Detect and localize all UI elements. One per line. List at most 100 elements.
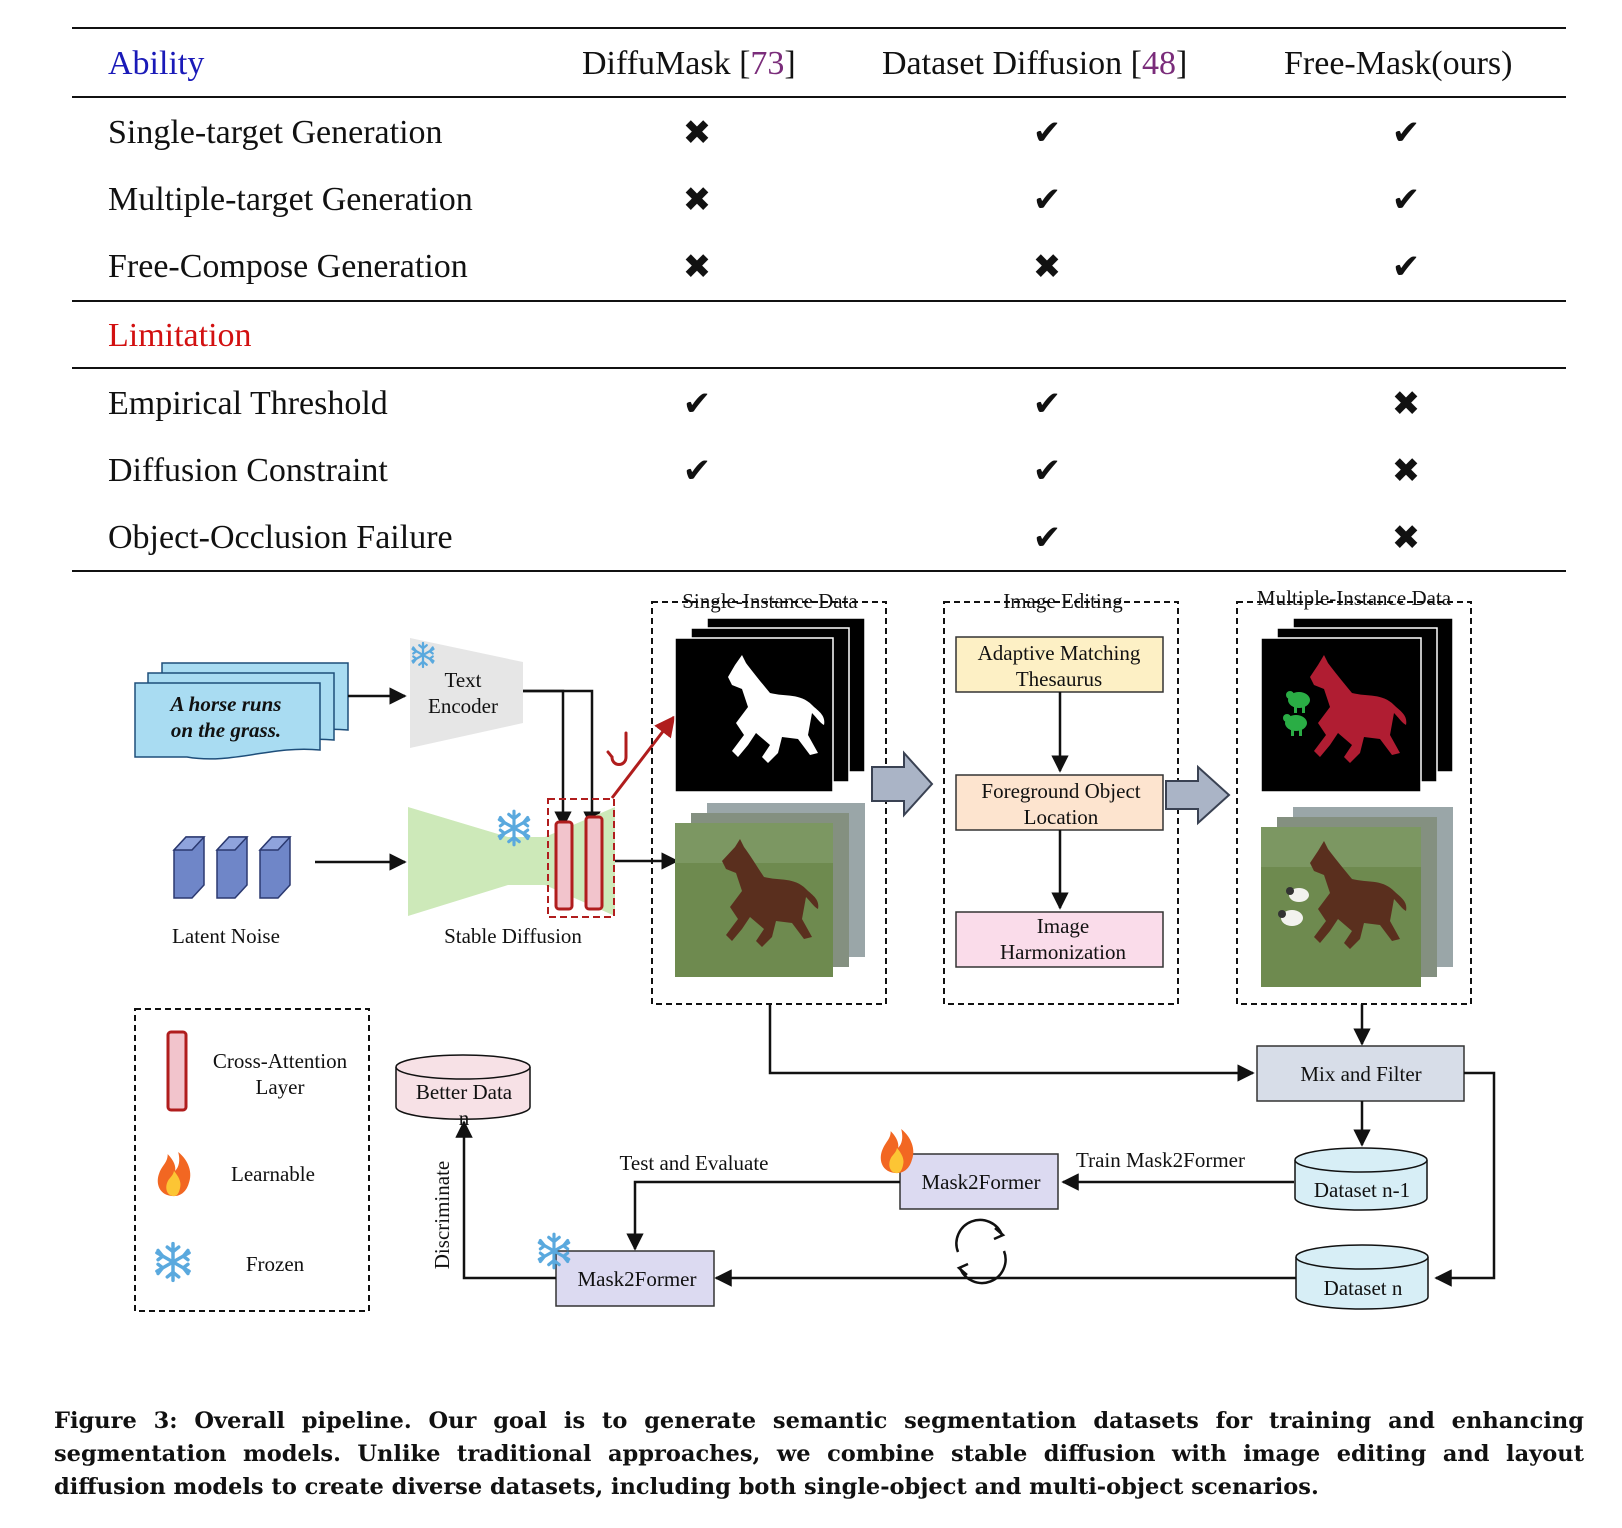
row-label-single-target: Single-target Generation <box>108 114 443 151</box>
row-empirical-threshold-diffumask-mark: ✔ <box>682 384 712 424</box>
header-diffumask-ref[interactable]: 73 <box>750 45 785 82</box>
header-dataset-diffusion-ref[interactable]: 48 <box>1142 45 1176 82</box>
row-label-object-occlusion: Object-Occlusion Failure <box>108 519 453 556</box>
test-evaluate-arrow <box>626 1180 900 1251</box>
image-editing-title: Image Editing <box>1003 589 1123 613</box>
row-single-target-free-mask-mark: ✔ <box>1391 113 1421 153</box>
pipeline-diagram: A horse runs on the grass. Text Encoder … <box>0 585 1622 1390</box>
multiple-instance-title: Multiple-Instance Data <box>1257 586 1452 610</box>
better-data-line2: n <box>459 1106 470 1130</box>
header-diffumask: DiffuMask [73] <box>582 45 796 82</box>
stable-diffusion-label: Stable Diffusion <box>444 924 582 948</box>
dataset-n1-cylinder: Dataset n-1 <box>1294 1147 1428 1211</box>
header-free-mask: Free-Mask(ours) <box>1284 45 1513 82</box>
train-mask2former-label: Train Mask2Former <box>1076 1148 1245 1172</box>
legend-cross-attn-line2: Layer <box>256 1075 305 1099</box>
dataset-n-label: Dataset n <box>1324 1276 1403 1300</box>
discriminate-label: Discriminate <box>430 1161 454 1269</box>
single-to-editing-arrow <box>871 750 934 818</box>
row-single-target-diffumask-mark: ✖ <box>682 113 712 153</box>
row-free-compose-free-mask-mark: ✔ <box>1391 247 1421 287</box>
better-data-line1: Better Data <box>416 1080 513 1104</box>
legend-cross-attn-icon <box>166 1030 188 1112</box>
cross-attn-dashed-box <box>547 798 615 918</box>
latent-noise-blocks <box>172 836 292 899</box>
foreground-location-line1: Foreground Object <box>981 779 1140 803</box>
row-diffusion-constraint-free-mask-mark: ✖ <box>1391 451 1421 491</box>
legend-fire-icon <box>157 1152 191 1197</box>
cross-attn-layer-1 <box>554 820 574 911</box>
row-diffusion-constraint-dataset-diffusion-mark: ✔ <box>1032 451 1062 491</box>
row-label-diffusion-constraint: Diffusion Constraint <box>108 452 388 489</box>
latent-noise-label: Latent Noise <box>172 924 280 948</box>
row-label-empirical-threshold: Empirical Threshold <box>108 385 388 422</box>
header-ability: Ability <box>108 45 205 82</box>
mask2former-learnable-label: Mask2Former <box>922 1170 1041 1194</box>
prompt-line2: on the grass. <box>171 718 281 742</box>
limitation-heading: Limitation <box>108 317 252 354</box>
mix-filter-box <box>1256 1045 1465 1102</box>
cross-attn-layer-2 <box>584 815 604 911</box>
pipeline-diagram-svg: A horse runs on the grass. Text Encoder … <box>134 586 1496 1312</box>
multi-mask-image <box>1260 617 1454 793</box>
adaptive-matching-box <box>955 636 1164 693</box>
legend-snowflake-icon <box>155 1241 191 1283</box>
foreground-location-line2: Location <box>1024 805 1099 829</box>
editing-to-multiple-arrow <box>1165 764 1231 826</box>
image-harmonization-line2: Harmonization <box>1000 940 1126 964</box>
header-dataset-diffusion: Dataset Diffusion [48] <box>882 45 1188 82</box>
prompt-document-stack: A horse runs on the grass. <box>134 662 349 760</box>
multiple-instance-box <box>1236 601 1472 1005</box>
row-object-occlusion-free-mask-mark: ✖ <box>1391 518 1421 558</box>
better-data-cylinder: Better Data n <box>395 1054 531 1130</box>
row-object-occlusion-dataset-diffusion-mark: ✔ <box>1032 518 1062 558</box>
row-diffusion-constraint-diffumask-mark: ✔ <box>682 451 712 491</box>
row-free-compose-diffumask-mark: ✖ <box>682 247 712 287</box>
cross-attn-to-mask-arrow <box>610 715 676 799</box>
encoder-to-cross-attn-arrow-2 <box>523 689 601 829</box>
legend-box <box>134 1008 370 1312</box>
text-encoder: Text Encoder <box>410 638 523 748</box>
stable-diffusion-unet <box>408 798 615 918</box>
header-diffumask-name: DiffuMask <box>582 45 731 82</box>
adaptive-matching-line2: Thesaurus <box>1016 667 1102 691</box>
dataset-n-cylinder: Dataset n <box>1295 1244 1429 1310</box>
row-single-target-dataset-diffusion-mark: ✔ <box>1032 113 1062 153</box>
dataset-n1-label: Dataset n-1 <box>1314 1178 1410 1202</box>
discriminate-arrow <box>455 1120 556 1280</box>
single-to-mix-arrow <box>768 1004 1255 1082</box>
table-top-rule <box>72 27 1566 29</box>
hook-icon <box>606 731 628 766</box>
row-label-multiple-target: Multiple-target Generation <box>108 181 473 218</box>
mask2former-frozen-box <box>555 1250 715 1307</box>
mix-filter-label: Mix and Filter <box>1300 1062 1421 1086</box>
encoder-to-cross-attn-arrow-1 <box>523 689 572 829</box>
table-header-rule <box>72 96 1566 98</box>
legend-frozen-label: Frozen <box>246 1252 305 1276</box>
table-bottom-rule <box>72 570 1566 572</box>
prompt-line1: A horse runs <box>169 692 282 716</box>
row-multiple-target-diffumask-mark: ✖ <box>682 180 712 220</box>
horse-mask-image <box>674 617 866 793</box>
mask2former-frozen-label: Mask2Former <box>578 1267 697 1291</box>
comparison-table: Ability DiffuMask [73] Dataset Diffusion… <box>0 0 1622 585</box>
legend-learnable-label: Learnable <box>231 1162 315 1186</box>
test-evaluate-label: Test and Evaluate <box>620 1151 769 1175</box>
row-multiple-target-dataset-diffusion-mark: ✔ <box>1032 180 1062 220</box>
header-dataset-diffusion-name: Dataset Diffusion <box>882 45 1123 82</box>
multi-photo-image <box>1261 807 1453 987</box>
text-encoder-line2: Encoder <box>428 694 498 718</box>
row-empirical-threshold-free-mask-mark: ✖ <box>1391 384 1421 424</box>
row-empirical-threshold-dataset-diffusion-mark: ✔ <box>1032 384 1062 424</box>
single-instance-title: Single-Instance Data <box>682 589 858 613</box>
text-encoder-line1: Text <box>444 668 481 692</box>
mask2former-learnable-box <box>899 1153 1059 1210</box>
foreground-location-box <box>955 774 1164 831</box>
row-multiple-target-free-mask-mark: ✔ <box>1391 180 1421 220</box>
horse-photo-image <box>675 803 865 977</box>
legend-cross-attn-line1: Cross-Attention <box>213 1049 348 1073</box>
mix-to-dataset-n-arrow <box>1434 1071 1496 1287</box>
row-label-free-compose: Free-Compose Generation <box>108 248 468 285</box>
mask2former-fire-icon <box>880 1129 914 1174</box>
row-free-compose-dataset-diffusion-mark: ✖ <box>1032 247 1062 287</box>
